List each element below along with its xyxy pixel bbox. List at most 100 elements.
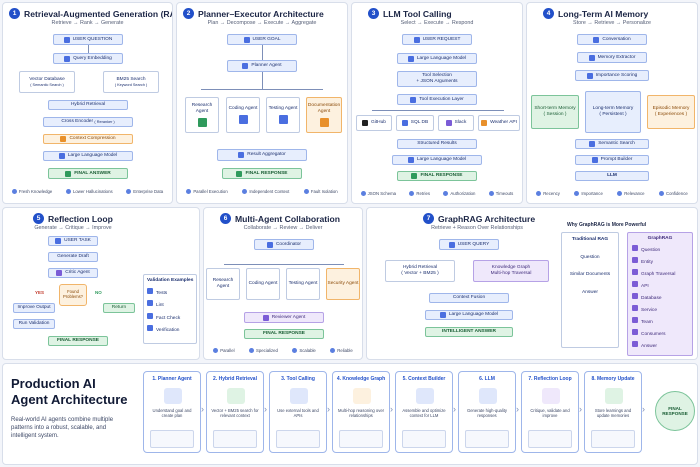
reflection-title-text: Reflection Loop [48, 213, 113, 224]
importance-scoring-box: Importance Scoring [575, 70, 649, 81]
chat-icon [593, 36, 600, 43]
gear-icon [410, 96, 417, 103]
hybrid-retrieval-box: Hybrid Retrieval( Vector + BM25 ) [385, 260, 455, 282]
user-query-box: USER QUERY [439, 239, 499, 250]
flask-icon [147, 287, 153, 294]
validation-fact: Fact Check [147, 312, 180, 322]
people-icon [266, 241, 273, 248]
shield-icon [65, 189, 71, 194]
node-icon [632, 257, 638, 264]
graphrag-node: Consumers [632, 329, 666, 338]
sparkle-icon [58, 153, 65, 159]
validation-verif: Verification [147, 325, 179, 334]
crit-recency: Recency [536, 191, 560, 196]
step-description: Generate high-quality responses [466, 408, 508, 419]
step-illustration [591, 430, 635, 448]
refresh-icon [11, 189, 17, 194]
final-response-box: FINAL RESPONSE [48, 336, 108, 346]
knowledge-graph-sub: Multi-hop Traversal [490, 271, 532, 276]
memory-subtitle: Store → Retrieve → Personalize [573, 20, 651, 26]
security-agent-label: Security Agent [327, 281, 359, 287]
yes-label: YES [35, 290, 45, 295]
planner-agent-label: Planner Agent [251, 63, 282, 69]
arrow-right-icon: › [327, 404, 330, 414]
result-aggregator-box: Result Aggregator [217, 149, 307, 161]
building-icon [126, 189, 132, 194]
user-icon [448, 241, 455, 248]
github-tool: GitHub [356, 115, 392, 131]
robot-icon [242, 63, 249, 69]
step-illustration [213, 430, 257, 448]
weather-api-tool: Weather API [478, 115, 520, 131]
structured-results-label: Structured Results [417, 141, 457, 147]
research-agent-label: Research Agent [191, 103, 213, 114]
production-description: Real-world AI agents combine multiple pa… [11, 417, 114, 440]
step-description: Critique, validate and improve [530, 408, 570, 419]
tool-calling-subtitle: Select → Execute → Respond [400, 20, 474, 26]
research-agent-box: Research Agent [206, 268, 240, 300]
final-response-label: FINAL RESPONSE [262, 331, 306, 337]
code-icon [238, 114, 248, 124]
step-description: Multi-hop reasoning over relationships [337, 408, 385, 419]
reviewer-agent-label: Reviewer Agent [271, 314, 306, 320]
tool-selection-box: Tool Selection+ JSON Arguments [397, 71, 477, 87]
step-illustration [150, 430, 194, 448]
testing-agent-box: Testing Agent [286, 268, 320, 300]
search-icon [589, 141, 596, 147]
hybrid-retrieval-box: Hybrid Retrieval [48, 100, 128, 110]
intelligent-answer-label: INTELLIGENT ANSWER [442, 329, 496, 335]
feat-retries: Retries [409, 191, 430, 196]
crit-relevance-label: Relevance [624, 191, 645, 196]
graphrag-node-label: Question [641, 248, 661, 254]
step-title: 3. Tool Calling [281, 376, 315, 382]
vector-db-label: Vector Database [29, 77, 65, 83]
badge-icon [147, 325, 153, 332]
sparkle-icon [407, 55, 414, 62]
user-icon [63, 36, 70, 43]
user-icon [55, 238, 62, 244]
step-illustration [339, 430, 383, 448]
user-question-box: USER QUESTION [53, 34, 123, 45]
tool-execution-layer-box: Tool Execution Layer [397, 94, 477, 105]
check-icon [147, 312, 153, 319]
validation-verif-label: Verification [156, 328, 180, 334]
planner-subtitle: Plan → Decompose → Execute → Aggregate [207, 20, 317, 26]
security-agent-box: Security Agent [326, 268, 360, 300]
step-icon [479, 388, 497, 404]
step-title: 2. Hybrid Retrieval [213, 376, 257, 382]
tool-calling-title-text: LLM Tool Calling [383, 8, 452, 19]
benefit-fault: Fault Isolation [303, 189, 338, 194]
episodic-sub: ( Experiences ) [654, 112, 688, 117]
box-icon [242, 189, 248, 194]
planner-number: 2 [183, 8, 194, 19]
llm-label: LLM [607, 173, 617, 179]
slack-tool: Slack [438, 115, 474, 131]
vector-db-sub: ( Semantic Search ) [30, 82, 64, 87]
memory-number: 4 [543, 8, 554, 19]
critic-agent-box: Critic Agent [48, 268, 98, 278]
importance-scoring-label: Importance Scoring [595, 72, 638, 78]
memory-extractor-box: Memory Extractor [577, 52, 647, 63]
planner-title-text: Planner–Executor Architecture [198, 8, 324, 19]
database-icon [401, 120, 408, 126]
step-illustration [402, 430, 446, 448]
result-aggregator-label: Result Aggregator [247, 152, 286, 158]
benefit-specialized-label: Specialized [255, 348, 278, 353]
graphrag-node: API [632, 281, 649, 290]
user-goal-label: USER GOAL [252, 36, 281, 42]
sql-db-tool: SQL DB [396, 115, 434, 131]
reviewer-icon [262, 314, 269, 321]
fanout-line [224, 264, 344, 265]
long-term-label: Long-term Memory [592, 106, 634, 112]
step-illustration [276, 430, 320, 448]
graphrag-node-label: Service [641, 308, 657, 314]
fanout-line [201, 89, 323, 90]
planner-agent-box: Planner Agent [227, 60, 297, 72]
prompt-builder-box: Prompt Builder [575, 155, 649, 165]
feat-auth-label: Authorization [450, 191, 476, 196]
